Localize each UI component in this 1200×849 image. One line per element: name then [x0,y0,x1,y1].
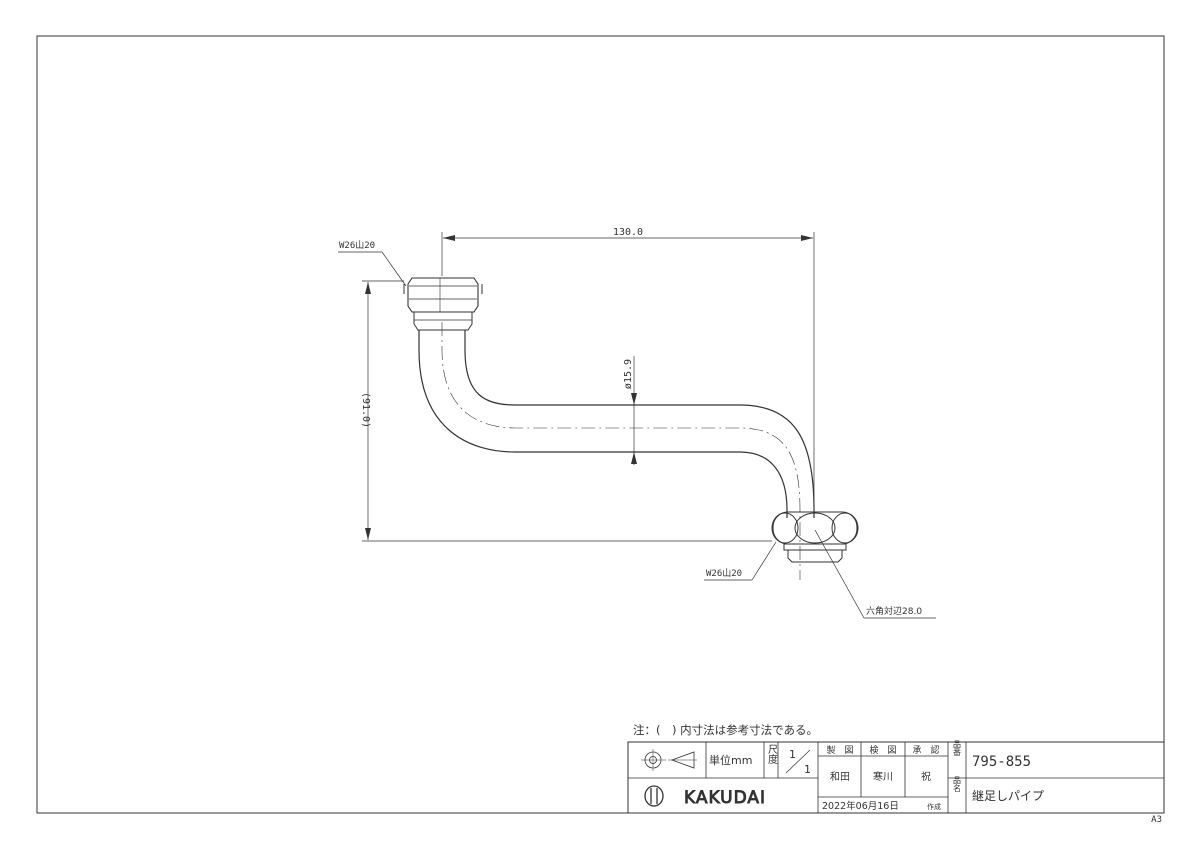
callout-top-thread [338,251,407,287]
callout-hex [814,529,936,619]
top-thread-label: W26山20 [339,240,375,251]
hex-nut [771,511,859,545]
dim-diameter [631,356,637,465]
kakudai-logo: KAKUDAI [644,785,766,808]
approved-label: 承 認 [912,744,939,756]
logo-text: KAKUDAI [684,788,766,808]
part-no-label: 品番 [953,740,962,757]
reference-note: 注：( ) 内寸法は参考寸法である。 [633,723,818,737]
drafted-label: 製 図 [826,744,853,756]
scale-divider [785,749,811,774]
created-label: 作成 [927,802,941,811]
unit-label: 単位mm [709,753,752,767]
pipe-body [403,277,859,580]
dim-length [441,232,815,505]
hex-label: 六角対辺28.0 [866,605,922,617]
scale-label: 尺度 [766,744,778,765]
scale-denominator: 1 [804,763,811,776]
drafted-by: 和田 [830,771,850,783]
checked-by: 寒川 [873,770,893,783]
title-block [627,741,1165,814]
part-name: 継足しパイプ [972,788,1044,803]
approved-by: 祝 [921,770,931,783]
bottom-thread-label: W26山20 [706,568,742,579]
sheet-border [36,35,1165,814]
height-dim-label: (91.0) [360,392,371,428]
part-number: 795-855 [972,754,1031,770]
scale-numerator: 1 [789,748,796,761]
sheet-size: A3 [1151,815,1162,825]
callout-bottom-thread [704,541,777,581]
dim-height [362,280,772,542]
part-name-label: 品名 [953,776,962,793]
projection-symbol-icon [641,749,697,771]
checked-label: 検 図 [869,744,896,756]
length-dim-label: 130.0 [613,227,643,238]
diameter-dim-label: ø15.9 [623,359,634,389]
drawing-date: 2022年06月16日 [822,800,899,812]
